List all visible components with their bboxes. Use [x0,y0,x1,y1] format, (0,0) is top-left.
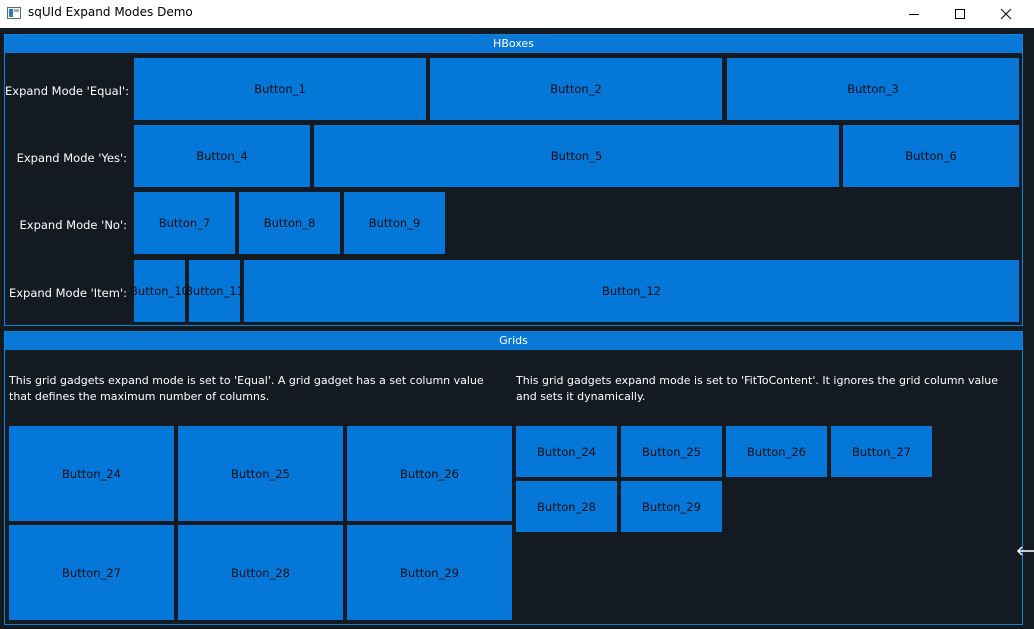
row-label-yes: Expand Mode 'Yes': [16,151,127,165]
maximize-button[interactable] [937,0,983,28]
grid-equal-button-24[interactable]: Button_24 [9,426,174,521]
grid-equal-button-26[interactable]: Button_26 [347,426,512,521]
minimize-button[interactable] [891,0,937,28]
button-7[interactable]: Button_7 [134,192,235,254]
button-1[interactable]: Button_1 [134,58,426,120]
grid-fit-button-29[interactable]: Button_29 [621,481,722,532]
resize-cursor-icon [1016,546,1034,556]
grid-equal-description: This grid gadgets expand mode is set to … [9,374,484,403]
row-label-no: Expand Mode 'No': [19,218,128,232]
close-icon [1000,8,1012,20]
grid-fit-description: This grid gadgets expand mode is set to … [516,374,999,403]
grids-group: Grids This grid gadgets expand mode is s… [4,331,1023,625]
minimize-icon [909,14,919,15]
grid-fit-button-28[interactable]: Button_28 [516,481,617,532]
client-area: HBoxes Expand Mode 'Equal': Button_1 But… [0,28,1034,629]
grid-equal-button-29[interactable]: Button_29 [347,525,512,620]
maximize-icon [955,9,965,19]
app-icon [7,7,21,19]
button-12[interactable]: Button_12 [244,260,1019,322]
grids-header: Grids [5,332,1022,350]
button-11[interactable]: Button_11 [185,260,244,322]
grid-fit-button-27[interactable]: Button_27 [831,426,932,477]
grid-fit-button-25[interactable]: Button_25 [621,426,722,477]
grid-fit-button-24[interactable]: Button_24 [516,426,617,477]
hboxes-header: HBoxes [5,35,1022,53]
close-button[interactable] [983,0,1029,28]
button-5[interactable]: Button_5 [314,125,839,187]
title-bar[interactable]: sqUId Expand Modes Demo [0,0,1034,28]
button-10[interactable]: Button_10 [130,260,189,322]
button-6[interactable]: Button_6 [843,125,1019,187]
grid-equal-button-27[interactable]: Button_27 [9,525,174,620]
row-label-equal: Expand Mode 'Equal': [5,84,129,98]
button-2[interactable]: Button_2 [430,58,722,120]
button-4[interactable]: Button_4 [134,125,310,187]
row-label-item: Expand Mode 'Item': [8,286,127,300]
hboxes-group: HBoxes Expand Mode 'Equal': Button_1 But… [4,34,1023,326]
button-8[interactable]: Button_8 [239,192,340,254]
window-title: sqUId Expand Modes Demo [28,5,193,19]
button-9[interactable]: Button_9 [344,192,445,254]
button-3[interactable]: Button_3 [727,58,1019,120]
grid-equal-button-25[interactable]: Button_25 [178,426,343,521]
grid-fit-button-26[interactable]: Button_26 [726,426,827,477]
grid-equal-button-28[interactable]: Button_28 [178,525,343,620]
